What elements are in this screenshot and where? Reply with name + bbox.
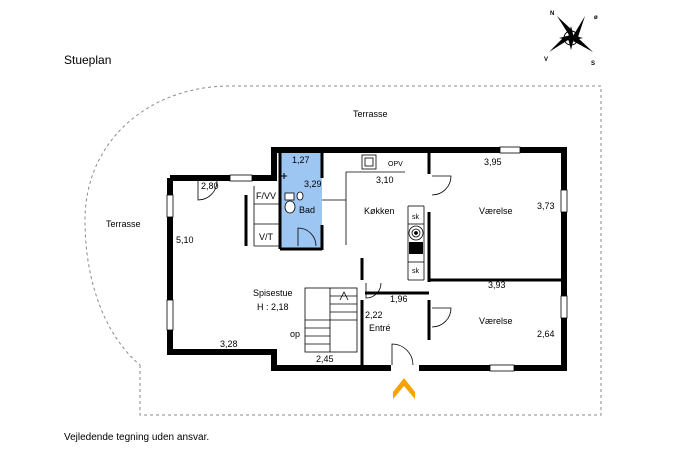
washbasin-icon [296,191,304,201]
entrance-arrow-icon [393,378,415,399]
label-stair-op: op [290,329,300,339]
kitchen-sink [361,154,377,170]
dim-bedroom1-width: 3,95 [484,157,502,167]
label-terrace-top: Terrasse [353,109,388,119]
shower-tap-icon [281,173,287,179]
label-sk-2: sk [412,268,420,275]
compass-v: V [544,57,548,63]
bathroom-floor [280,153,322,249]
dim-entry-width: 1,96 [390,294,408,304]
label-fvv: F/VV [256,191,276,201]
label-living-height: H : 2,18 [257,302,289,312]
dim-hall-width: 2,80 [201,181,219,191]
dim-bedroom1-length: 3,73 [537,201,555,211]
label-terrace-left: Terrasse [106,219,141,229]
dim-bedroom2-width: 3,93 [488,280,506,290]
appliance-icon [409,242,423,254]
compass-n: N [550,11,554,17]
label-bath: Bad [299,205,315,215]
label-opv: OPV [388,161,403,168]
compass-rose-icon [549,16,593,52]
staircase [304,287,358,353]
label-sk-1: sk [412,214,420,221]
compass-o: ø [594,15,598,21]
thin-lines [253,171,425,281]
label-living: Spisestue [253,288,293,298]
dim-bedroom2-length: 2,64 [537,329,555,339]
label-bedroom-2: Værelse [479,316,513,326]
dim-bath-width: 1,27 [292,155,310,165]
dim-living-width: 3,28 [220,339,238,349]
dim-kitchen-width: 3,10 [376,175,394,185]
dim-living-length: 5,10 [176,235,194,245]
dim-stair-width: 2,45 [316,354,334,364]
dim-entry-length: 2,22 [365,310,383,320]
windows [166,146,568,372]
label-bedroom-1: Værelse [479,206,513,216]
doors [197,175,452,366]
toilet-icon [284,192,296,214]
stove-icon [408,225,424,241]
label-vt: V/T [259,232,274,242]
dim-bath-length: 3,29 [304,179,322,189]
plan-title: Stueplan [64,53,111,67]
terrace-outline [84,85,602,416]
compass-s: S [591,61,595,67]
label-kitchen: Køkken [364,206,395,216]
disclaimer-text: Vejledende tegning uden ansvar. [64,432,209,443]
interior-walls [244,153,564,368]
outer-walls [167,147,567,371]
label-entry: Entré [369,323,391,333]
